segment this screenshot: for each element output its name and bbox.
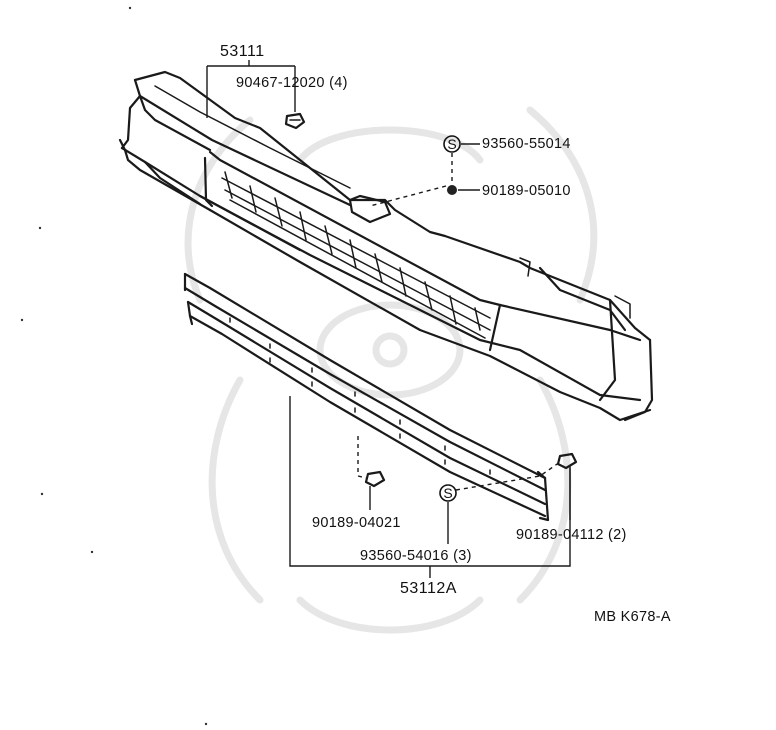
scan-specks bbox=[20, 6, 208, 726]
label-53111: 53111 bbox=[220, 43, 265, 60]
label-93560-54016: 93560-54016 (3) bbox=[360, 548, 472, 564]
label-90189-05010: 90189-05010 bbox=[482, 183, 571, 199]
nut-90189-05010-icon bbox=[447, 185, 457, 195]
watermark-logo bbox=[184, 106, 598, 634]
label-90189-04112: 90189-04112 (2) bbox=[516, 527, 627, 543]
upper-grille-slats bbox=[221, 171, 491, 339]
drawing-code: MB K678-A bbox=[594, 609, 671, 625]
s-mark-upper-icon: S bbox=[443, 135, 461, 153]
upper-grille bbox=[118, 70, 654, 422]
label-90189-04021: 90189-04021 bbox=[312, 515, 401, 531]
s-mark-upper-label: S bbox=[447, 136, 456, 152]
leader-lines bbox=[206, 60, 571, 578]
s-mark-lower-label: S bbox=[443, 485, 452, 501]
label-93560-55014: 93560-55014 bbox=[482, 136, 571, 152]
label-90467-12020: 90467-12020 (4) bbox=[236, 75, 348, 91]
s-mark-lower-icon: S bbox=[439, 484, 457, 502]
label-53112A: 53112A bbox=[400, 580, 457, 597]
lower-grille bbox=[183, 272, 550, 522]
screw-90467-icon bbox=[284, 112, 306, 130]
clip-90189-04021-icon bbox=[364, 470, 386, 488]
lower-grille-holes bbox=[229, 317, 491, 475]
